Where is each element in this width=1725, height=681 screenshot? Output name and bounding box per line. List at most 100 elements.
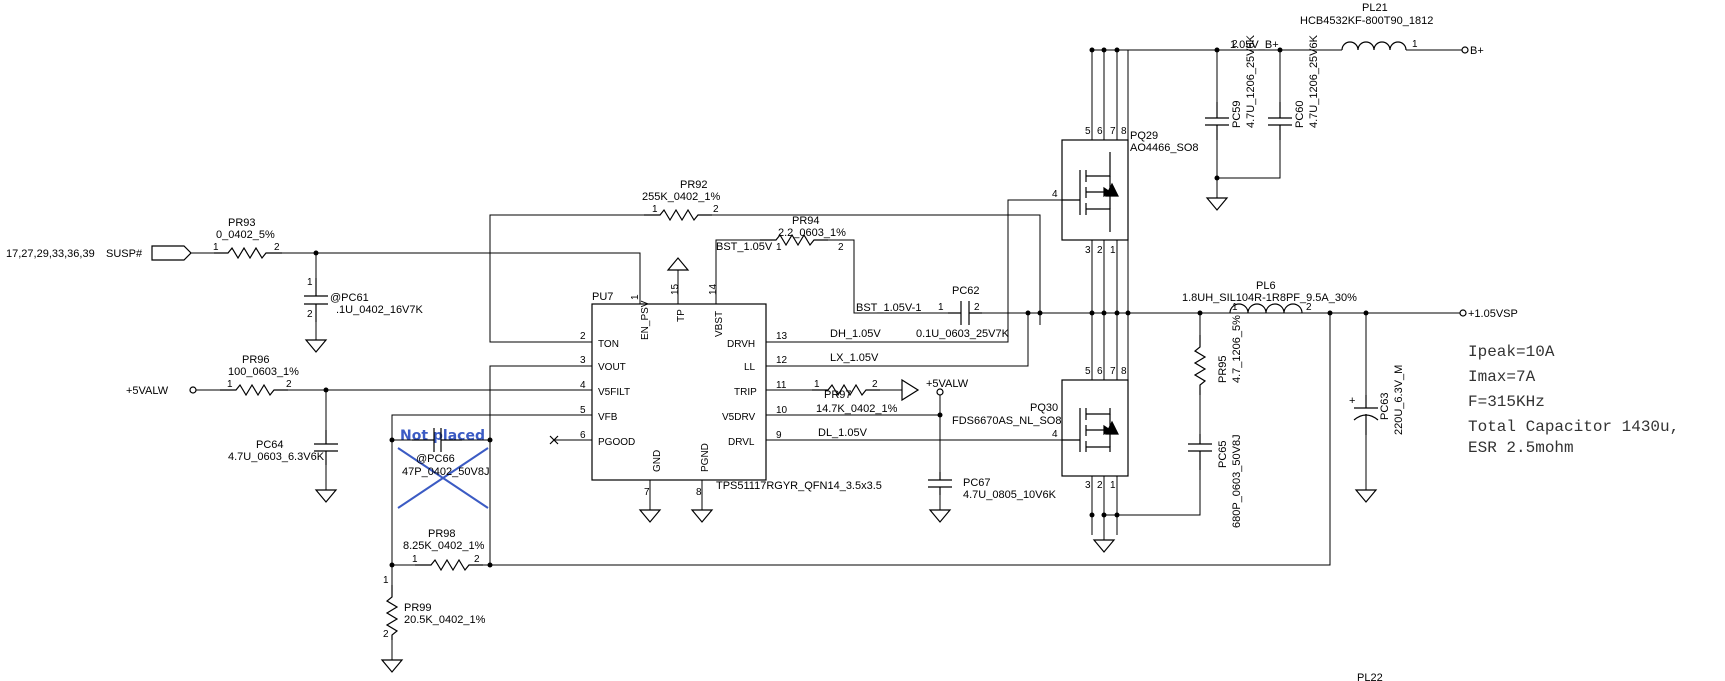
- net-dh: DH_1.05V: [830, 328, 881, 340]
- pin-num-13: 13: [776, 331, 788, 342]
- svg-text:2: 2: [1306, 302, 1312, 313]
- pc59-ref: PC59: [1231, 100, 1243, 128]
- pr96-ref: PR96: [242, 354, 270, 366]
- pc65-value: 680P_0603_50V8J: [1231, 434, 1243, 528]
- v5alw-terminal-icon: [189, 386, 197, 394]
- pin-num-1: 1: [630, 294, 641, 300]
- ground-symbols: [304, 197, 1378, 673]
- pc63-ref: PC63: [1379, 392, 1391, 420]
- pin-num-6: 6: [580, 430, 586, 441]
- svg-text:3: 3: [1085, 245, 1091, 256]
- pin-pgnd: PGND: [700, 443, 711, 472]
- pin-num-2: 2: [580, 331, 586, 342]
- pc61-value: .1U_0402_16V7K: [336, 304, 424, 316]
- svg-text:8: 8: [1121, 126, 1127, 137]
- net-105v-bplus: 1.05V_B+: [1230, 39, 1279, 51]
- net-susp: SUSP#: [106, 248, 143, 260]
- svg-text:2: 2: [286, 379, 292, 390]
- pin-pgood: PGOOD: [598, 437, 635, 448]
- svg-text:4: 4: [1052, 189, 1058, 200]
- pr92-ref: PR92: [680, 179, 708, 191]
- ic-pu7: PU7 TPS51117RGYR_QFN14_3.5x3.5 TON VOUT …: [580, 283, 882, 498]
- pr95-value: 4.7_1206_5%: [1231, 315, 1243, 383]
- svg-text:1: 1: [776, 242, 782, 253]
- net-susp-refs: 17,27,29,33,36,39: [6, 248, 95, 260]
- spec-esr: ESR 2.5mohm: [1468, 439, 1574, 457]
- ground-icon: [314, 489, 338, 503]
- pc60-ref: PC60: [1294, 100, 1306, 128]
- svg-text:1: 1: [412, 554, 418, 565]
- wires: [191, 49, 1462, 660]
- svg-text:2: 2: [838, 242, 844, 253]
- pc64-value: 4.7U_0603_6.3V6K: [228, 451, 325, 463]
- pc65-ref: PC65: [1217, 440, 1229, 468]
- svg-text:2: 2: [713, 204, 719, 215]
- pin-num-7: 7: [644, 487, 650, 498]
- svg-text:2: 2: [474, 554, 480, 565]
- pr95-ref: PR95: [1217, 355, 1229, 383]
- pq30-ref: PQ30: [1030, 402, 1058, 414]
- pin-num-8: 8: [696, 487, 702, 498]
- ground-icon: [690, 509, 714, 523]
- pin-v5filt: V5FILT: [598, 387, 630, 398]
- pq30-body: [1061, 379, 1129, 477]
- pr98-value: 8.25K_0402_1%: [403, 540, 485, 552]
- junction-dots: [313, 47, 1369, 568]
- pr99-value: 20.5K_0402_1%: [404, 614, 486, 626]
- pr93-ref: PR93: [228, 217, 256, 229]
- pin-num-15: 15: [670, 283, 681, 295]
- net-bst: BST_1.05V: [716, 241, 773, 253]
- ground-icon: [304, 339, 328, 353]
- pr99-ref: PR99: [404, 602, 432, 614]
- pr97-value: 14.7K_0402_1%: [816, 403, 898, 415]
- pin-num-12: 12: [776, 355, 788, 366]
- pl6-value: 1.8UH_SIL104R-1R8PF_9.5A_30%: [1182, 292, 1357, 304]
- pin-num-11: 11: [776, 380, 787, 391]
- svg-text:7: 7: [1110, 126, 1116, 137]
- net-v5alw: +5VALW: [126, 385, 169, 397]
- pc61-ref: @PC61: [330, 292, 369, 304]
- svg-text:8: 8: [1121, 366, 1127, 377]
- pc62-ref: PC62: [952, 285, 980, 297]
- svg-text:1: 1: [227, 379, 233, 390]
- pin-vbst: VBST: [714, 311, 725, 337]
- pq29-ref: PQ29: [1130, 130, 1158, 142]
- svg-text:2: 2: [974, 302, 980, 313]
- pr94-ref: PR94: [792, 215, 820, 227]
- pc66-ref: @PC66: [416, 453, 455, 465]
- spec-notes: Ipeak=10A Imax=7A F=315KHz Total Capacit…: [1468, 343, 1679, 457]
- svg-text:2: 2: [872, 379, 878, 390]
- svg-text:1: 1: [938, 302, 944, 313]
- pin-v5drv: V5DRV: [722, 412, 755, 423]
- net-bst1: BST_1.05V-1: [856, 302, 921, 314]
- svg-text:1: 1: [1110, 480, 1116, 491]
- not-placed-cross: [397, 447, 489, 509]
- pr93-value: 0_0402_5%: [216, 229, 275, 241]
- svg-text:1: 1: [1110, 245, 1116, 256]
- svg-text:1: 1: [1232, 302, 1238, 313]
- pin-tp: TP: [676, 309, 687, 322]
- svg-text:3: 3: [1085, 480, 1091, 491]
- pc60-value: 4.7U_1206_25V6K: [1308, 34, 1320, 128]
- pc67-ref: PC67: [963, 477, 991, 489]
- pin-drvh: DRVH: [727, 339, 755, 350]
- svg-text:1: 1: [1412, 39, 1418, 50]
- ground-icon: [1092, 539, 1116, 553]
- spec-capacitor: Total Capacitor 1430u,: [1468, 418, 1679, 436]
- pin-num-4: 4: [580, 380, 586, 391]
- svg-text:2: 2: [1097, 480, 1103, 491]
- pc62-value: 0.1U_0603_25V7K: [916, 328, 1010, 340]
- svg-text:2: 2: [383, 629, 389, 640]
- pin-ll: LL: [744, 362, 756, 373]
- ground-icon: [928, 509, 952, 523]
- spec-freq: F=315KHz: [1468, 393, 1545, 411]
- pin-trip: TRIP: [734, 387, 757, 398]
- pin-num-10: 10: [776, 405, 788, 416]
- svg-text:7: 7: [1110, 366, 1116, 377]
- ground-icon: [638, 509, 662, 523]
- svg-text:1: 1: [814, 379, 820, 390]
- pl21-value: HCB4532KF-800T90_1812: [1300, 15, 1433, 27]
- pr92-value: 255K_0402_1%: [642, 191, 721, 203]
- svg-text:1: 1: [213, 242, 219, 253]
